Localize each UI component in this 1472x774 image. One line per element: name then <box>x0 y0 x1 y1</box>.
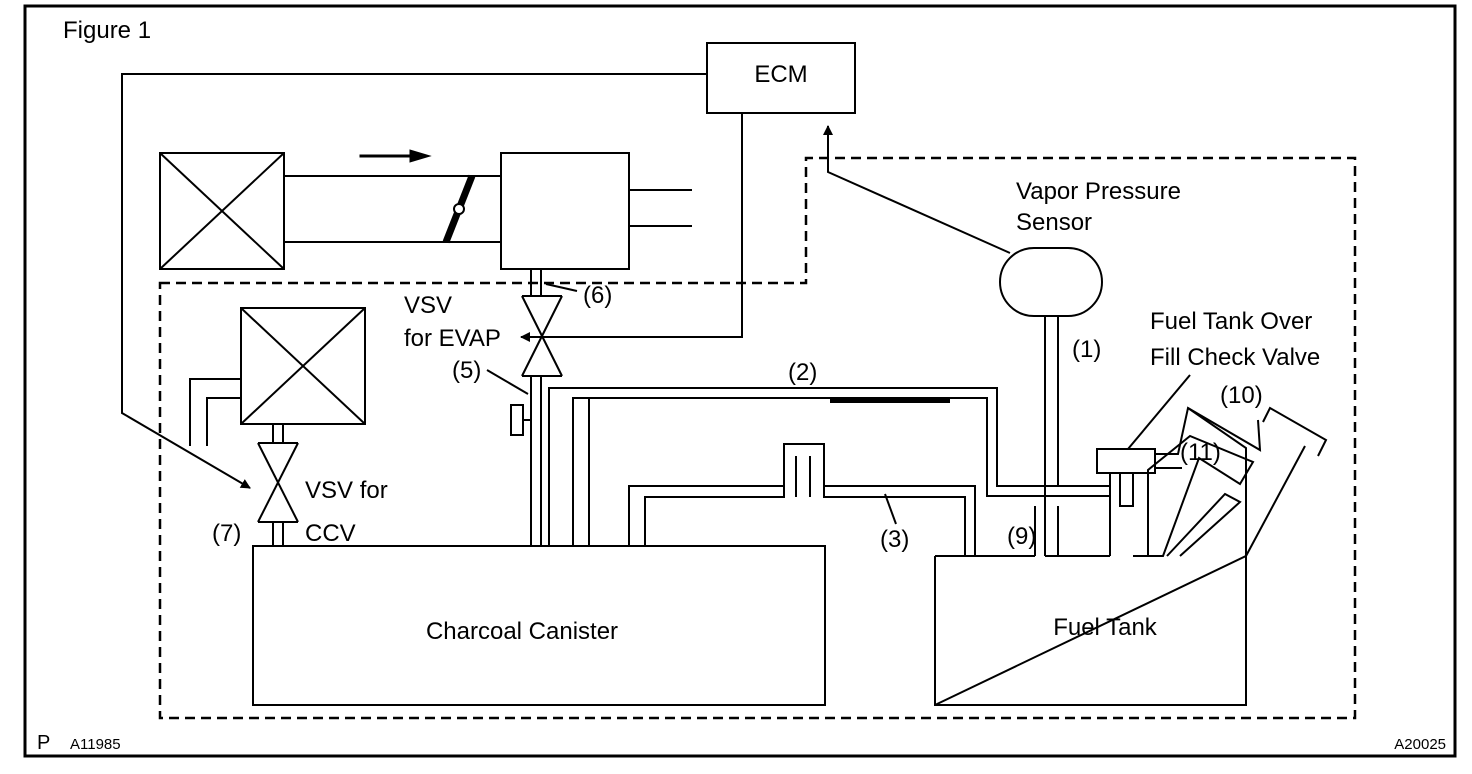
filler-neck-wall-left <box>1187 407 1262 452</box>
callout-11: (11) <box>1180 439 1221 466</box>
callout-1: (1) <box>1072 336 1101 363</box>
figure-title: Figure 1 <box>63 17 151 44</box>
callout-3-leader <box>884 493 897 525</box>
check-valve-leader <box>1127 374 1191 450</box>
filler-neck-wall-right <box>1245 445 1306 557</box>
callout-6-leader <box>545 283 578 292</box>
figure-frame <box>23 4 1457 758</box>
callout-6: (6) <box>583 282 612 309</box>
fuel-tank-over-fill-check-valve <box>1096 448 1156 474</box>
vsv-ccv-valve <box>257 442 299 523</box>
filler-neck-outer <box>1262 406 1328 457</box>
vapor-pressure-sensor <box>999 247 1103 317</box>
charcoal-canister-label: Charcoal Canister <box>426 618 618 645</box>
pipe-3-outer <box>628 485 784 546</box>
sensor-to-ecm-wire <box>823 125 1011 254</box>
figure-code-right: A20025 <box>1394 736 1446 753</box>
airflow-arrow <box>359 149 432 163</box>
check-valve-label-line1: Fuel Tank Over <box>1150 308 1312 335</box>
filler-neck-inner-tube <box>1166 492 1242 557</box>
vsv-evap-label-line1: VSV <box>404 292 452 319</box>
vsv-evap-label-line2: for EVAP <box>404 325 501 352</box>
pipe-3-outer-right <box>824 485 976 556</box>
check-valve-label-line2: Fill Check Valve <box>1150 344 1320 371</box>
corner-marker-p: P <box>37 732 50 754</box>
callout-5-leader <box>486 369 529 395</box>
vapor-sensor-label-line2: Sensor <box>1016 209 1092 236</box>
ecm-box <box>706 42 856 114</box>
vapor-sensor-label-line1: Vapor Pressure <box>1016 178 1181 205</box>
evap-system-boundary <box>158 156 1357 720</box>
evap-filter-plug <box>510 404 524 436</box>
air-cleaner-top <box>159 152 285 270</box>
figure-code-left: A11985 <box>70 736 121 753</box>
filler-neck-inner-pipe <box>1147 434 1255 557</box>
canister-body <box>252 545 826 706</box>
callout-3: (3) <box>880 526 909 553</box>
callout-2: (2) <box>788 359 817 386</box>
fuel-tank-body <box>934 556 1247 706</box>
callout-5: (5) <box>452 357 481 384</box>
check-valve-outlet <box>1155 406 1247 556</box>
pipe-2-outer <box>548 387 1110 546</box>
fresh-air-inlet-outer <box>189 378 241 446</box>
ecm-to-evap-wire <box>520 113 743 342</box>
pipe-2-inner <box>572 397 1110 546</box>
vsv-ccv-label-line2: CCV <box>305 520 356 547</box>
ecm-label: ECM <box>754 61 807 88</box>
vsv-evap-valve <box>521 295 563 377</box>
air-cleaner-lower <box>240 307 366 425</box>
ecm-to-ccv-wire <box>121 73 707 489</box>
throttle-valve <box>442 174 476 244</box>
intake-manifold <box>500 152 630 270</box>
callout-7: (7) <box>212 520 241 547</box>
check-valve-tank-pipe-right <box>1119 473 1134 507</box>
fuel-tank-label: Fuel Tank <box>1053 614 1158 641</box>
vsv-ccv-label-line1: VSV for <box>305 477 388 504</box>
callout-10: (10) <box>1220 382 1263 409</box>
callout-9: (9) <box>1007 523 1036 550</box>
fresh-air-inlet-inner <box>206 397 241 446</box>
